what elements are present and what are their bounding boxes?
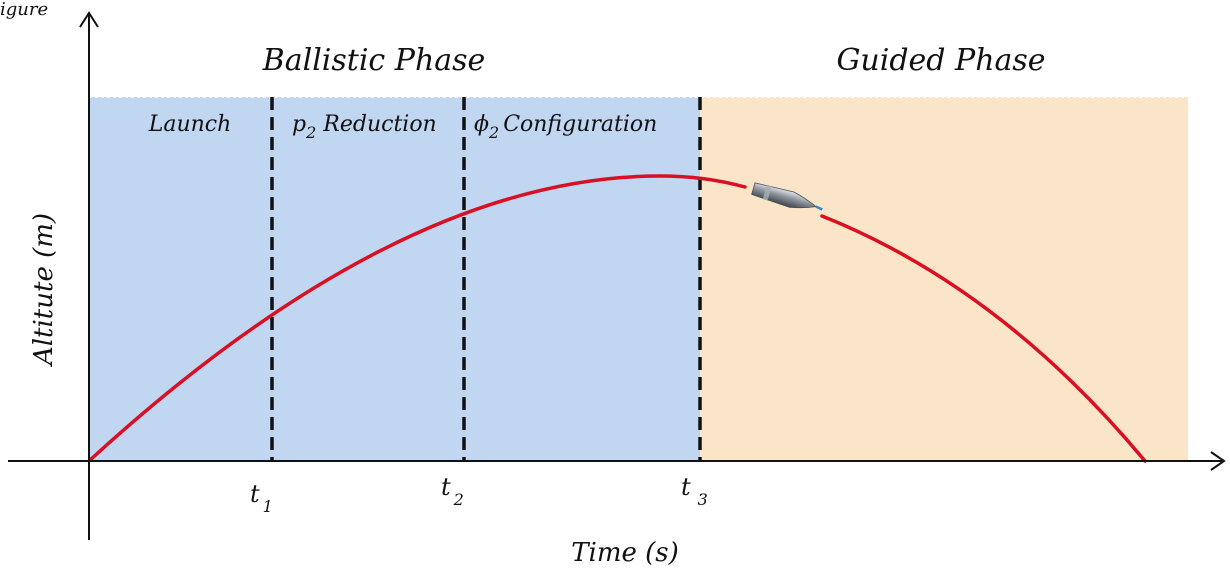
figure-caption-fragment: igure: [0, 0, 48, 20]
ballistic-phase-title: Ballistic Phase: [262, 43, 486, 78]
reduction-symbol-subscript: 2: [305, 123, 316, 142]
ballistic-phase-region: [89, 97, 700, 461]
reduction-symbol: p: [292, 112, 306, 137]
y-axis-arrowhead: [79, 11, 99, 28]
configuration-symbol: ϕ: [474, 112, 489, 137]
trajectory-curve-descent: [820, 214, 1147, 463]
configuration-symbol-subscript: 2: [488, 123, 499, 142]
projectile-icon: [751, 182, 823, 211]
y-axis-title: Altitute (m): [29, 213, 59, 367]
configuration-word: Configuration: [503, 112, 657, 137]
segment-label-launch: Launch: [148, 112, 232, 137]
trajectory-curve: [87, 174, 747, 463]
segment-label-reduction: p2 Reduction: [292, 112, 437, 142]
guided-phase-title: Guided Phase: [836, 43, 1045, 78]
x-axis-arrowhead: [1210, 451, 1226, 471]
x-axis-title: Time (s): [571, 538, 679, 568]
reduction-word: Reduction: [322, 112, 436, 137]
